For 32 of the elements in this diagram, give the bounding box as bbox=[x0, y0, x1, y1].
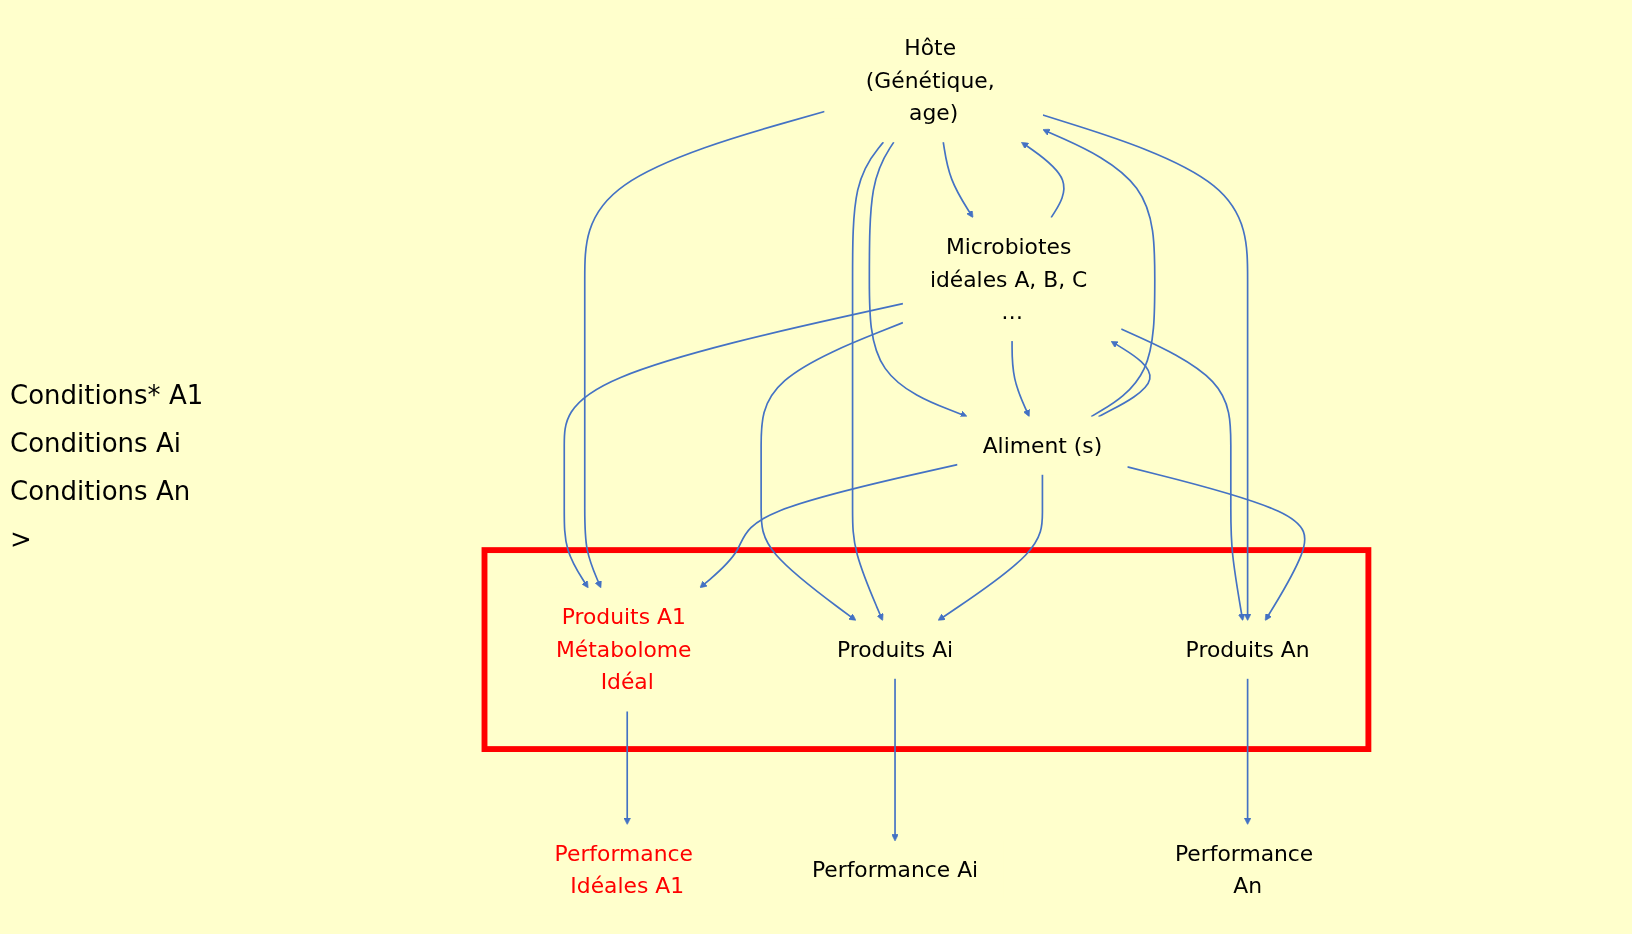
node-text: Performance Ai bbox=[811, 856, 978, 883]
arrow bbox=[868, 141, 968, 418]
note-text: Conditions Ai bbox=[10, 428, 182, 458]
note-text: Conditions* A1 bbox=[10, 380, 205, 410]
node-text: Produits Ai bbox=[836, 636, 953, 662]
arrow bbox=[890, 677, 899, 842]
arrow bbox=[1020, 141, 1065, 219]
node-text: Microbiotes idéales A, B, C … bbox=[929, 233, 1087, 325]
arrow bbox=[937, 473, 1043, 621]
arrow bbox=[851, 141, 884, 621]
node-text: Performance An bbox=[1174, 840, 1313, 899]
arrow bbox=[623, 710, 631, 825]
node-text: Produits An bbox=[1185, 636, 1310, 662]
arrow bbox=[1010, 340, 1030, 417]
node-text: Performance Idéales A1 bbox=[554, 840, 693, 899]
arrow bbox=[1126, 466, 1306, 621]
node-text: Hôte (Génétique, age) bbox=[865, 34, 995, 126]
arrow bbox=[1042, 128, 1156, 418]
node-text: Aliment (s) bbox=[982, 432, 1102, 458]
arrow bbox=[1041, 114, 1251, 621]
arrow bbox=[941, 141, 973, 218]
arrow bbox=[583, 110, 825, 589]
note-text: > bbox=[10, 524, 33, 554]
arrow bbox=[759, 321, 904, 621]
arrow bbox=[1119, 328, 1245, 621]
node-text: Produits A1 Métabolome Idéal bbox=[555, 603, 692, 695]
arrow bbox=[562, 302, 904, 589]
note-text: Conditions An bbox=[10, 476, 192, 506]
arrow bbox=[1243, 677, 1251, 825]
arrow bbox=[699, 463, 958, 589]
cluster bbox=[481, 547, 1371, 752]
arrow bbox=[1097, 340, 1151, 418]
